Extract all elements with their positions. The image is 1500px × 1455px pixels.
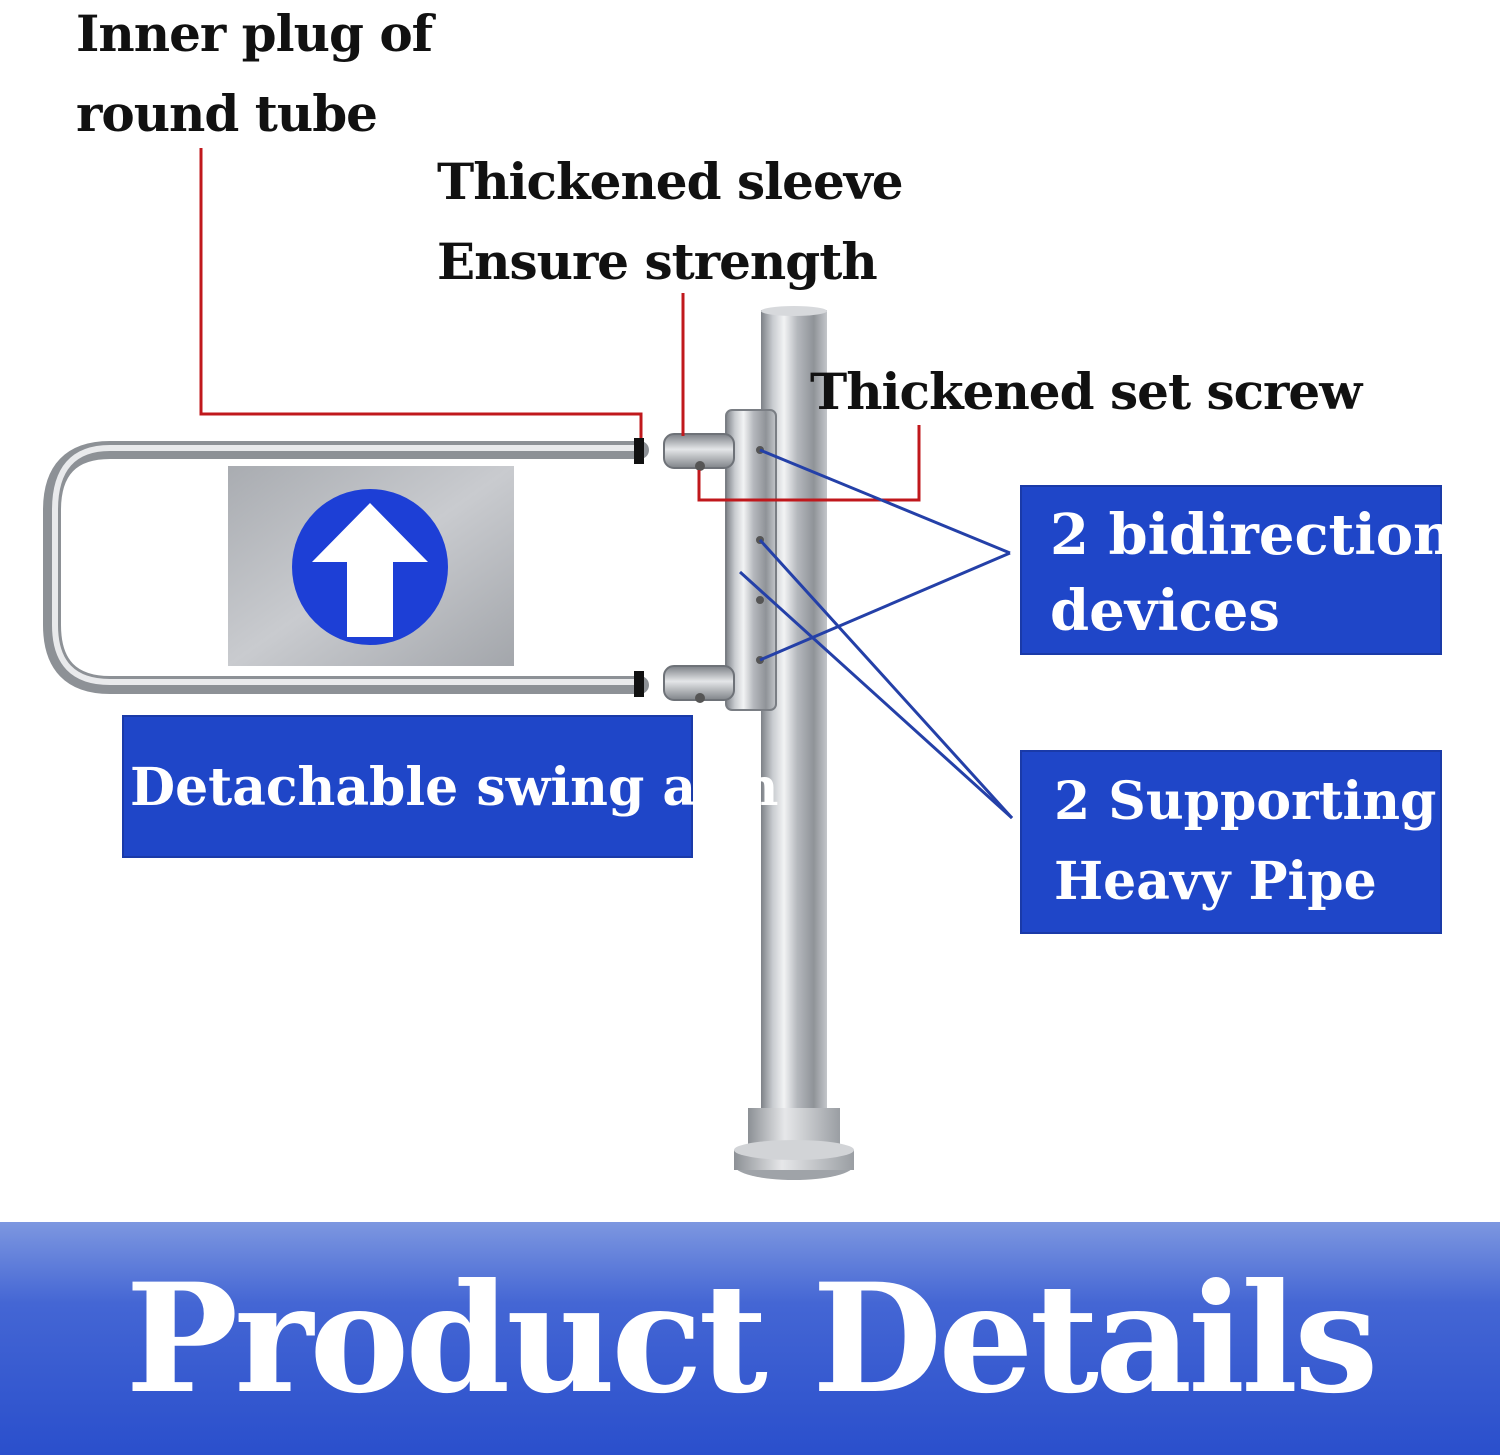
thickened-sleeve-line-1: Thickened sleeve [437, 152, 904, 211]
inner-plug-bottom [634, 671, 644, 697]
product-details-banner: Product Details [0, 1222, 1500, 1455]
inner-plug-line-2: round tube [76, 84, 378, 143]
blue-leader-lines [738, 448, 1014, 820]
set-screw-text: Thickened set screw [810, 362, 1362, 421]
supporting-line-1: 2 Supporting [1054, 771, 1437, 832]
set-screw-leader [697, 425, 921, 502]
supporting-pipe-box: 2 Supporting Heavy Pipe [1020, 750, 1442, 934]
turnstile-illustration [43, 148, 1014, 1180]
thickened-sleeve-label: Thickened sleeve Ensure strength [437, 142, 904, 302]
supporting-line-2: Heavy Pipe [1054, 851, 1377, 912]
bidirectional-devices-box: 2 bidirectional devices [1020, 485, 1500, 655]
swing-arm-box: Detachable swing arm [122, 715, 779, 858]
bidirectional-line-2: devices [1050, 578, 1280, 644]
swing-arm-text: Detachable swing arm [130, 757, 779, 818]
inner-plug-top [634, 438, 644, 464]
inner-plug-line-1: Inner plug of [76, 4, 433, 63]
banner-title: Product Details [125, 1250, 1378, 1427]
bidirectional-line-1: 2 bidirectional [1050, 502, 1500, 568]
hinge-assembly [663, 409, 777, 711]
thickened-sleeve-line-2: Ensure strength [437, 232, 878, 291]
up-arrow-icon [292, 489, 448, 645]
inner-plug-leader [199, 148, 643, 438]
red-leader-lines [199, 148, 921, 502]
inner-plug-label: Inner plug of round tube [76, 0, 433, 154]
swing-arm [43, 438, 649, 697]
set-screw-label: Thickened set screw [810, 352, 1362, 432]
